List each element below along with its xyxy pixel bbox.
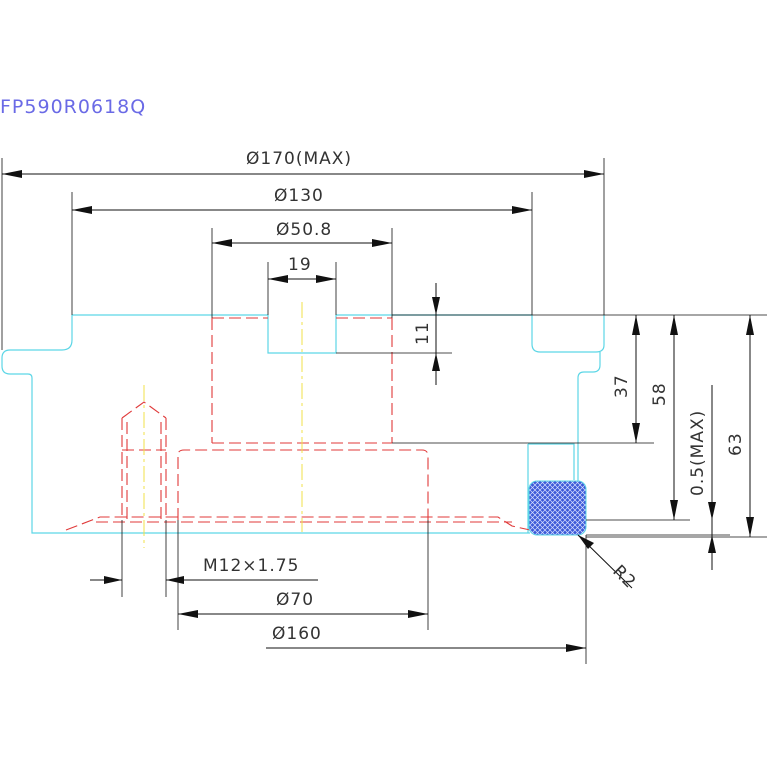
seal-element <box>528 480 587 536</box>
dim-58-label: 58 <box>650 382 670 406</box>
seal-groove <box>527 443 575 533</box>
dim-170-label: Ø170(MAX) <box>246 149 352 169</box>
right-step <box>577 352 601 535</box>
part-number-title: FP590R0618Q <box>0 96 146 118</box>
dimension-labels: Ø170(MAX) Ø130 Ø50.8 19 11 37 58 0.5(MAX… <box>203 149 746 644</box>
dim-63-label: 63 <box>726 432 746 456</box>
hidden-thread-hole <box>121 401 167 520</box>
dim-m12-label: M12×1.75 <box>203 556 299 576</box>
dim-19-label: 19 <box>288 255 312 275</box>
dimension-lines <box>1 158 767 664</box>
dim-11-label: 11 <box>413 321 433 345</box>
part-profile <box>1 314 605 535</box>
hidden-counterbore <box>177 449 429 520</box>
dim-r2-label: R2 <box>608 561 640 593</box>
dim-130-label: Ø130 <box>274 186 324 206</box>
dim-160-label: Ø160 <box>272 624 322 644</box>
hidden-bottom-lines <box>65 516 531 531</box>
center-lines <box>143 302 303 548</box>
hidden-features <box>65 317 531 531</box>
dim-0-5-label: 0.5(MAX) <box>688 410 708 496</box>
right-shoulder <box>531 315 605 353</box>
dim-70-label: Ø70 <box>276 590 314 610</box>
dim-37-label: 37 <box>612 374 632 398</box>
dim-50-8-label: Ø50.8 <box>276 220 332 240</box>
bore-recess <box>267 315 337 354</box>
outer-profile <box>1 315 530 534</box>
